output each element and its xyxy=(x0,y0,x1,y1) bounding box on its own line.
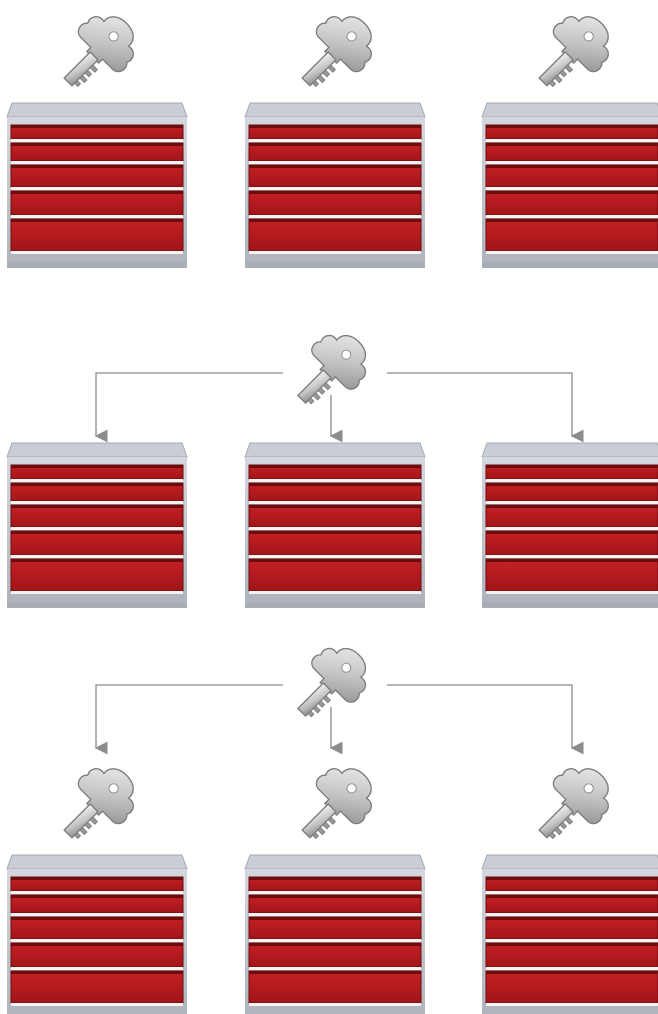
cabinet-base xyxy=(245,602,425,608)
cabinet-top xyxy=(244,442,426,458)
cabinet-top xyxy=(481,102,658,118)
drawer xyxy=(248,218,422,254)
drawer xyxy=(10,504,184,530)
diagram-root xyxy=(6,6,658,1014)
cabinet-top xyxy=(244,102,426,118)
drawer xyxy=(248,916,422,942)
drawer xyxy=(485,894,658,916)
cabinet-base xyxy=(7,262,187,268)
arrow-down-icon xyxy=(94,684,283,755)
drawer xyxy=(10,916,184,942)
drawer-cabinet-icon xyxy=(244,102,426,268)
drawer xyxy=(10,482,184,504)
drawer xyxy=(485,916,658,942)
drawer xyxy=(485,558,658,594)
drawer-cabinet-icon xyxy=(244,854,426,1014)
drawer xyxy=(248,504,422,530)
cabinet-top xyxy=(481,854,658,870)
cabinet-key-icon xyxy=(52,6,144,98)
drawer xyxy=(248,482,422,504)
drawer xyxy=(10,970,184,1006)
cabinet-key-icon xyxy=(527,758,619,850)
drawer xyxy=(485,190,658,218)
drawer xyxy=(485,942,658,970)
drawer xyxy=(10,190,184,218)
drawer xyxy=(248,464,422,482)
drawer xyxy=(10,558,184,594)
drawer xyxy=(10,530,184,558)
cabinet-key-icon xyxy=(527,6,619,98)
cabinet-base xyxy=(245,262,425,268)
drawer xyxy=(485,876,658,894)
drawer xyxy=(10,164,184,190)
arrow-down-icon xyxy=(387,372,584,443)
cabinet-base xyxy=(482,262,658,268)
cabinet-top xyxy=(6,854,188,870)
cabinet-top xyxy=(6,442,188,458)
drawer xyxy=(485,970,658,1006)
drawer-cabinet-icon xyxy=(481,442,658,608)
drawer-cabinet-icon xyxy=(6,442,188,608)
drawer xyxy=(10,942,184,970)
drawer xyxy=(248,190,422,218)
drawer xyxy=(485,530,658,558)
master-key-connectors xyxy=(94,684,584,755)
drawer-cabinet-icon xyxy=(6,102,188,268)
cabinet-key-icon xyxy=(290,758,382,850)
drawer xyxy=(248,558,422,594)
drawer xyxy=(485,218,658,254)
arrow-down-icon xyxy=(94,372,283,443)
drawer xyxy=(248,142,422,164)
drawer xyxy=(485,164,658,190)
cabinet-top xyxy=(6,102,188,118)
drawer xyxy=(10,876,184,894)
cabinet-key-icon xyxy=(52,758,144,850)
drawer xyxy=(485,124,658,142)
drawer-cabinet-icon xyxy=(6,854,188,1014)
drawer xyxy=(248,164,422,190)
drawer xyxy=(10,142,184,164)
drawer xyxy=(248,894,422,916)
drawer xyxy=(485,464,658,482)
master-key-connectors xyxy=(94,372,584,443)
drawer-cabinet-icon xyxy=(481,102,658,268)
drawer xyxy=(485,504,658,530)
drawer xyxy=(10,894,184,916)
drawer xyxy=(248,970,422,1006)
cabinet-base xyxy=(7,602,187,608)
cabinet-top xyxy=(244,854,426,870)
cabinet-base xyxy=(482,602,658,608)
drawer xyxy=(10,464,184,482)
drawer xyxy=(248,942,422,970)
cabinet-top xyxy=(481,442,658,458)
drawer-cabinet-icon xyxy=(481,854,658,1014)
drawer xyxy=(248,124,422,142)
drawer xyxy=(248,530,422,558)
drawer xyxy=(248,876,422,894)
drawer-cabinet-icon xyxy=(244,442,426,608)
drawer xyxy=(485,142,658,164)
drawer xyxy=(485,482,658,504)
arrow-down-icon xyxy=(387,684,584,755)
cabinet-key-icon xyxy=(290,6,382,98)
drawer xyxy=(10,218,184,254)
drawer xyxy=(10,124,184,142)
